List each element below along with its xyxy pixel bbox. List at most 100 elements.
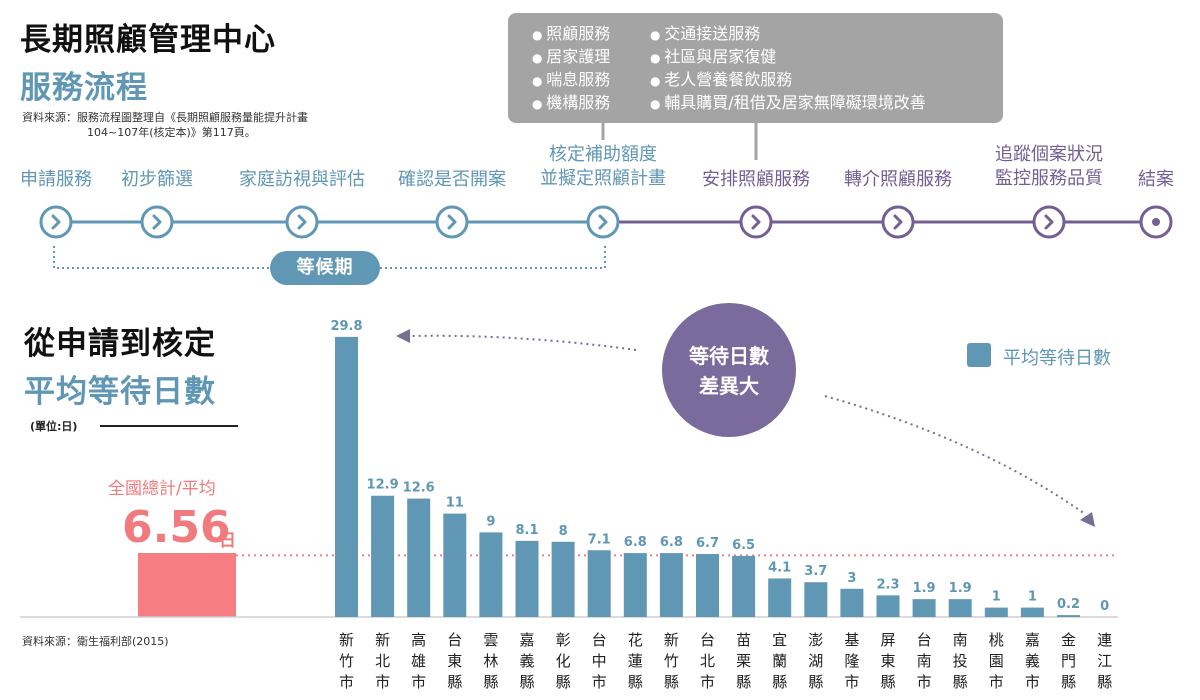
bar-value-label: 6.8 bbox=[660, 535, 683, 550]
waiting-bracket bbox=[53, 246, 606, 269]
chevron-right-icon bbox=[598, 214, 608, 230]
category-label: 新北市 bbox=[375, 631, 391, 691]
flow-step-label: 申請服務 bbox=[20, 169, 92, 190]
chevron-right-icon bbox=[297, 214, 307, 230]
flow-step-label: 確認是否開案 bbox=[398, 169, 506, 190]
chevron-right-icon bbox=[893, 214, 903, 230]
category-label: 新竹市 bbox=[338, 631, 354, 691]
bar bbox=[1020, 607, 1044, 617]
category-label: 苗栗縣 bbox=[736, 631, 752, 691]
flow-node bbox=[739, 205, 773, 239]
annotation-line: 等待日數 bbox=[689, 344, 769, 368]
category-label: 嘉義市 bbox=[1024, 631, 1040, 691]
bar bbox=[948, 599, 972, 617]
chevron-right-icon bbox=[1044, 214, 1054, 230]
bar bbox=[1057, 615, 1080, 617]
node-ring bbox=[140, 205, 174, 239]
bar bbox=[732, 555, 756, 617]
service-item: 居家護理 bbox=[532, 46, 610, 69]
category-label: 花蓮縣 bbox=[627, 631, 643, 691]
category-label: 新竹縣 bbox=[663, 631, 679, 691]
bar bbox=[335, 336, 358, 617]
flow-node bbox=[1032, 205, 1066, 239]
node-ring bbox=[881, 205, 915, 239]
service-item: 老人營養餐飲服務 bbox=[650, 69, 926, 92]
flow-step-label: 家庭訪視與評估 bbox=[239, 169, 365, 190]
bar bbox=[912, 599, 936, 617]
chevron-right-icon bbox=[152, 214, 162, 230]
bar-value-label: 29.8 bbox=[330, 319, 362, 334]
arrow-right-head-icon bbox=[1080, 512, 1095, 527]
service-item: 社區與居家復健 bbox=[650, 46, 926, 69]
bar-value-label: 7.1 bbox=[588, 532, 611, 547]
node-ring bbox=[739, 205, 773, 239]
bar bbox=[479, 532, 503, 617]
bar-value-label: 6.7 bbox=[696, 536, 719, 551]
bar-value-label: 1 bbox=[992, 590, 1001, 605]
bar-value-label: 9 bbox=[486, 514, 495, 529]
national-value: 6.56 bbox=[122, 502, 231, 553]
flow-node bbox=[39, 205, 73, 239]
end-dot-icon bbox=[1152, 218, 1160, 226]
node-ring bbox=[285, 205, 319, 239]
flow-node bbox=[140, 205, 174, 239]
bar bbox=[407, 498, 431, 617]
category-label: 南投縣 bbox=[952, 631, 968, 691]
service-item: 輔具購買/租借及居家無障礙環境改善 bbox=[650, 92, 925, 115]
services-box: 照顧服務居家護理喘息服務機構服務 交通接送服務社區與居家復健老人營養餐飲服務輔具… bbox=[508, 13, 1003, 123]
category-label: 金門縣 bbox=[1060, 631, 1076, 691]
category-label: 台東縣 bbox=[447, 631, 463, 691]
national-unit: 日 bbox=[219, 531, 236, 551]
bar-value-label: 4.1 bbox=[768, 560, 791, 575]
bar bbox=[840, 588, 864, 617]
bar-value-label: 8.1 bbox=[515, 523, 538, 538]
annotation-bubble: 等待日數差異大 bbox=[662, 303, 796, 437]
bar-value-label: 12.6 bbox=[403, 481, 435, 496]
flow-step-label: 初步篩選 bbox=[121, 169, 193, 190]
bar bbox=[551, 541, 575, 617]
chart-source-note: 資料來源：衛生福利部(2015) bbox=[22, 635, 169, 648]
national-average-bar bbox=[138, 553, 236, 617]
bar-value-label: 2.3 bbox=[876, 577, 899, 592]
bar bbox=[515, 540, 539, 617]
chevron-right-icon bbox=[447, 214, 457, 230]
national-label: 全國總計/平均 bbox=[108, 479, 216, 499]
node-ring bbox=[435, 205, 469, 239]
bar-value-label: 3 bbox=[847, 571, 856, 586]
chart-title: 從申請到核定 bbox=[24, 326, 216, 362]
category-label: 台南市 bbox=[916, 631, 932, 691]
legend-swatch bbox=[967, 343, 991, 367]
category-label: 桃園市 bbox=[988, 631, 1004, 691]
category-label: 澎湖縣 bbox=[808, 631, 824, 691]
flow-source-line1: 資料來源：服務流程圖整理自《長期照顧服務量能提升計畫 bbox=[22, 111, 308, 124]
annotation-line: 差異大 bbox=[699, 374, 759, 398]
node-ring bbox=[1032, 205, 1066, 239]
node-ring bbox=[39, 205, 73, 239]
flow-step-label: 追蹤個案狀況監控服務品質 bbox=[995, 144, 1103, 189]
category-label: 宜蘭縣 bbox=[772, 631, 788, 691]
bar-value-label: 0.2 bbox=[1057, 597, 1080, 612]
category-label: 連江縣 bbox=[1097, 631, 1113, 691]
flow-node bbox=[586, 205, 620, 239]
category-label: 基隆市 bbox=[844, 631, 860, 691]
bar bbox=[587, 550, 611, 617]
category-label: 台北市 bbox=[699, 631, 715, 691]
page-subtitle: 服務流程 bbox=[20, 70, 148, 106]
bar-value-label: 6.5 bbox=[732, 538, 755, 553]
bar-value-label: 1.9 bbox=[913, 581, 936, 596]
bar bbox=[659, 553, 683, 617]
service-item: 喘息服務 bbox=[532, 69, 610, 92]
arrow-left-head-icon bbox=[396, 329, 410, 343]
flow-node bbox=[285, 205, 319, 239]
category-label: 雲林縣 bbox=[483, 631, 499, 691]
waiting-period-badge: 等候期 bbox=[270, 251, 380, 285]
bar-value-label: 1.9 bbox=[949, 581, 972, 596]
unit-label: (單位:日) bbox=[30, 420, 78, 433]
services-column-1: 照顧服務居家護理喘息服務機構服務 bbox=[532, 23, 610, 115]
unit-divider bbox=[100, 425, 238, 427]
bar-value-label: 8 bbox=[559, 524, 568, 539]
flow-node bbox=[1139, 205, 1173, 239]
bar bbox=[696, 554, 719, 617]
page-title: 長期照顧管理中心 bbox=[20, 22, 276, 58]
